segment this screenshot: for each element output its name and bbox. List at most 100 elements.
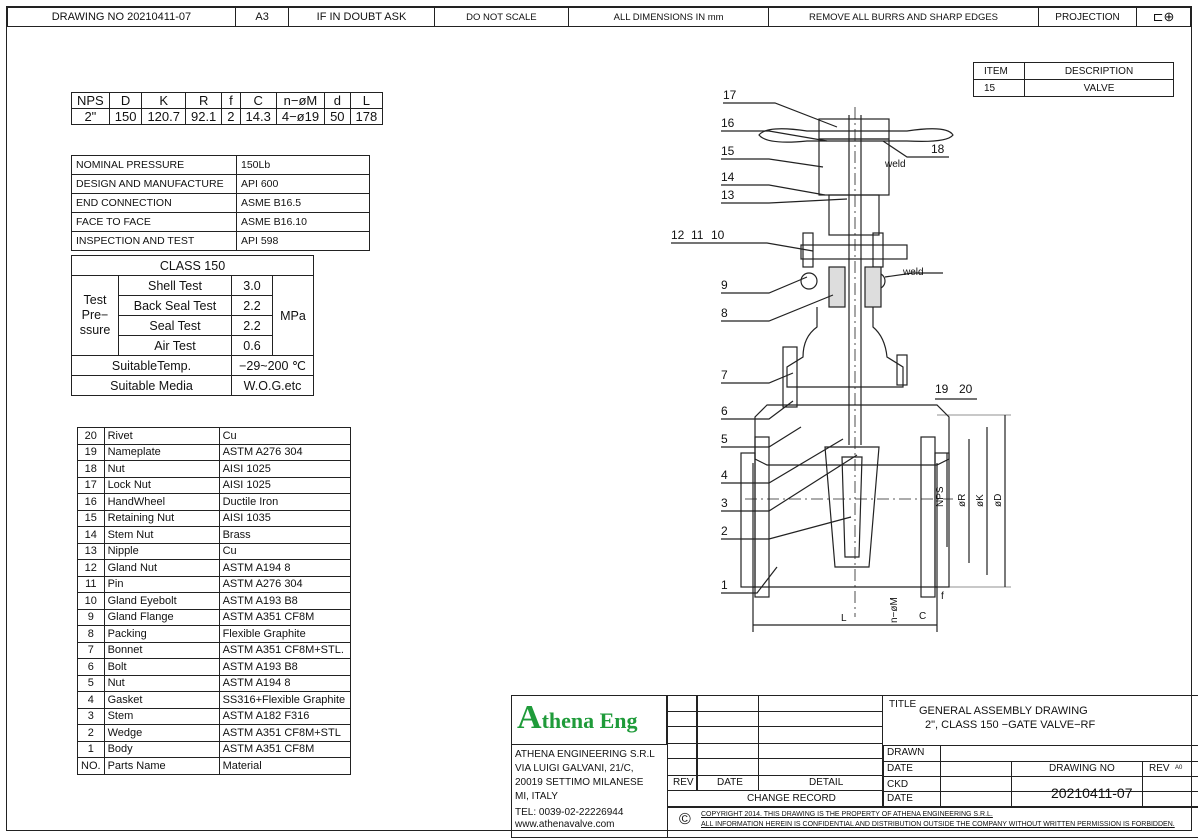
dimension-label: C xyxy=(919,611,926,622)
part-material: Cu xyxy=(218,542,351,560)
title-block: Athena Eng ATHENA ENGINEERING S.R.L VIA … xyxy=(511,695,1198,838)
part-material: ASTM A351 CF8M xyxy=(218,608,351,626)
part-name: Lock Nut xyxy=(103,476,220,494)
weld-label: weld xyxy=(902,267,924,278)
pressure-row-name: Seal Test xyxy=(118,315,232,336)
callout-label: 13 xyxy=(721,188,735,202)
drawing-subtitle: 2", CLASS 150 −GATE VALVE−RF xyxy=(925,719,1096,731)
part-no: 17 xyxy=(77,476,105,494)
drawing-sheet: DRAWING NO 20210411-07 A3 IF IN DOUBT AS… xyxy=(6,6,1198,838)
pressure-row-value: 0.6 xyxy=(231,335,273,356)
address-line: VIA LUIGI GALVANI, 21/C, xyxy=(515,763,634,774)
part-material: SS316+Flexible Graphite xyxy=(218,691,351,709)
address-line: MI, ITALY xyxy=(515,791,558,802)
callout-label: 9 xyxy=(721,278,728,292)
pressure-group: Test Pre− ssure xyxy=(71,275,119,356)
logo-text: thena Eng xyxy=(541,708,638,733)
dim-value: 50 xyxy=(324,108,351,125)
part-material: ASTM A351 CF8M xyxy=(218,740,351,758)
header-doubt: IF IN DOUBT ASK xyxy=(288,7,435,27)
callout-label: 5 xyxy=(721,432,728,446)
callout-label: 6 xyxy=(721,404,728,418)
spec-label: DESIGN AND MANUFACTURE xyxy=(71,174,237,194)
callout-label: 2 xyxy=(721,524,728,538)
pressure-row-value: 3.0 xyxy=(231,275,273,296)
part-material: ASTM A194 8 xyxy=(218,559,351,577)
part-name: Bonnet xyxy=(103,641,220,659)
dim-value: 2 xyxy=(221,108,241,125)
part-name: Stem xyxy=(103,707,220,725)
temp-label: SuitableTemp. xyxy=(71,355,232,376)
dimension-label: øK xyxy=(975,494,986,507)
pressure-row-value: 2.2 xyxy=(231,315,273,336)
dim-header: C xyxy=(239,92,277,109)
part-no: 8 xyxy=(77,625,105,643)
logo-initial: A xyxy=(517,699,542,736)
date-label: DATE xyxy=(887,793,913,804)
part-name: Gasket xyxy=(103,691,220,709)
dim-value: 2" xyxy=(71,108,110,125)
phone: TEL: 0039-02-22226944 xyxy=(515,807,624,818)
part-material: ASTM A193 B8 xyxy=(218,592,351,610)
spec-value: 150Lb xyxy=(236,155,370,175)
dimension-label: n−øM xyxy=(889,597,900,623)
part-material: Flexible Graphite xyxy=(218,625,351,643)
item-table: ITEM DESCRIPTION 15 VALVE xyxy=(973,62,1174,97)
part-no: 20 xyxy=(77,427,105,445)
website: www.athenavalve.com xyxy=(515,819,615,830)
part-name: Nut xyxy=(103,460,220,478)
spec-value: ASME B16.5 xyxy=(236,193,370,213)
callout-label: 11 xyxy=(691,228,704,242)
pressure-class: CLASS 150 xyxy=(71,255,314,276)
part-material: AISI 1025 xyxy=(218,460,351,478)
part-material: Brass xyxy=(218,526,351,544)
part-no: 3 xyxy=(77,707,105,725)
weld-label: weld xyxy=(884,159,906,170)
part-material: ASTM A276 304 xyxy=(218,443,351,461)
date-col: DATE xyxy=(717,777,743,788)
callout-label: 1 xyxy=(721,578,728,592)
pressure-row-name: Shell Test xyxy=(118,275,232,296)
dim-value: 120.7 xyxy=(141,108,186,125)
dim-header: K xyxy=(141,92,186,109)
part-name: Stem Nut xyxy=(103,526,220,544)
spec-label: INSPECTION AND TEST xyxy=(71,231,237,251)
pressure-row-value: 2.2 xyxy=(231,295,273,316)
temp-value: −29~200 ℃ xyxy=(231,355,314,376)
rev-col: REV xyxy=(673,777,694,788)
drawing-number: 20210411-07 xyxy=(1051,785,1133,801)
part-no: 14 xyxy=(77,526,105,544)
part-no: 16 xyxy=(77,493,105,511)
dim-header: NPS xyxy=(71,92,110,109)
callout-label: 15 xyxy=(721,144,735,158)
spec-value: API 600 xyxy=(236,174,370,194)
dim-header: R xyxy=(184,92,223,109)
company-name: ATHENA ENGINEERING S.R.L xyxy=(515,749,655,760)
dim-value: 14.3 xyxy=(239,108,277,125)
pressure-unit: MPa xyxy=(272,275,314,356)
part-material: Material xyxy=(218,757,351,775)
dim-header: f xyxy=(221,92,241,109)
part-no: 11 xyxy=(77,575,105,593)
header-dims: ALL DIMENSIONS IN mm xyxy=(568,7,769,27)
copyright-icon: © xyxy=(679,811,691,828)
ckd-label: CKD xyxy=(887,779,909,790)
dim-header: d xyxy=(324,92,351,109)
item-number: 15 xyxy=(973,79,1025,97)
header-strip: DRAWING NO 20210411-07 A3 IF IN DOUBT AS… xyxy=(7,7,1192,27)
callout-label: 17 xyxy=(723,88,737,102)
